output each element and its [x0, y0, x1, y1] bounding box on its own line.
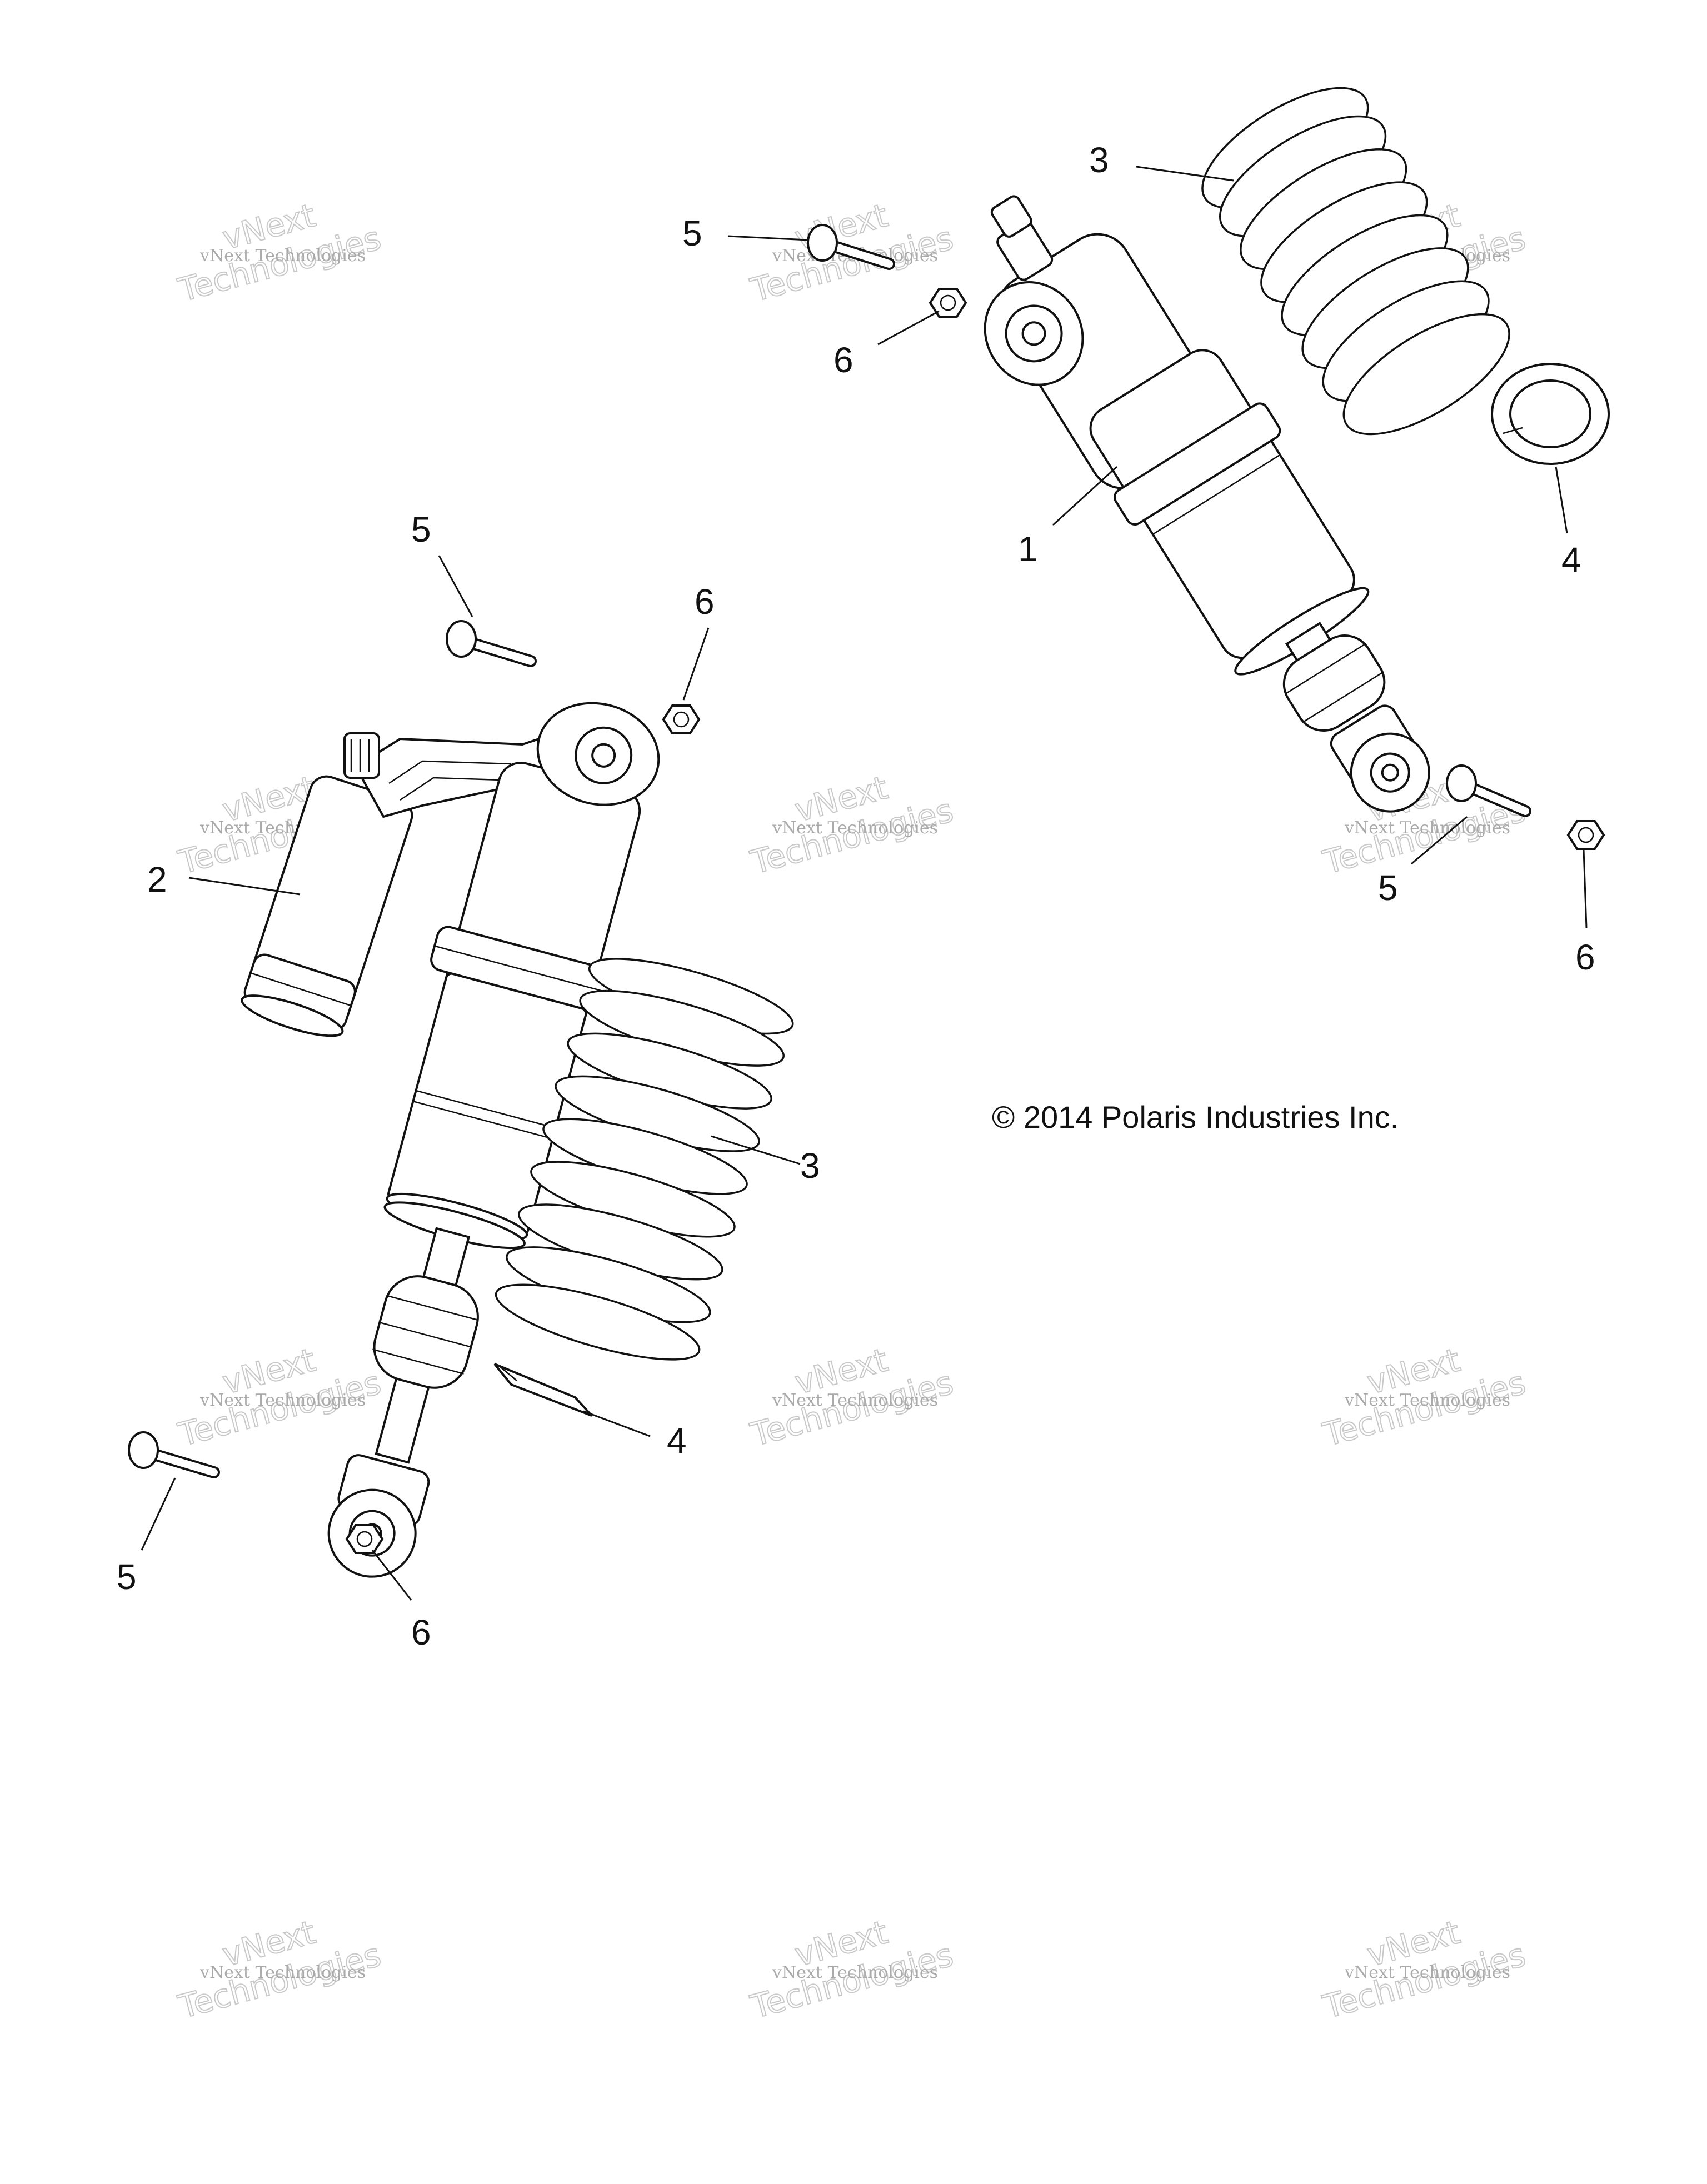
- watermark-small-text: vNext Technologies: [772, 1391, 938, 1410]
- bolt-left-lower: [128, 1431, 220, 1478]
- callout-5-left-lower: 5: [117, 1557, 137, 1597]
- spring-retainer-upper: [1491, 363, 1610, 465]
- callout-6-left-lower: 6: [411, 1612, 431, 1652]
- watermark-small-text: vNext Technologies: [199, 1963, 366, 1982]
- nut-right: [1566, 820, 1605, 850]
- callout-3-lower: 3: [800, 1146, 820, 1186]
- callout-5-right: 5: [1378, 868, 1398, 908]
- watermark-small-text: vNext Technologies: [199, 1391, 366, 1410]
- coil-spring-lower: [495, 958, 794, 1361]
- nut-left-upper: [662, 704, 701, 734]
- shock-absorber-1: [984, 195, 1430, 813]
- copyright-text: © 2014 Polaris Industries Inc.: [992, 1100, 1399, 1135]
- bolt-right: [1446, 764, 1531, 817]
- bolt-top: [807, 224, 895, 270]
- bolt-left-upper: [446, 620, 537, 667]
- callout-6-left-upper: 6: [695, 582, 715, 622]
- callout-1: 1: [1018, 529, 1038, 569]
- callout-labels: 3 5 6 1 4 5 6 2 3 4 5 6 5 6: [117, 140, 1595, 1652]
- callout-3-upper: 3: [1089, 140, 1109, 180]
- nut-top: [929, 288, 967, 318]
- watermark-small-text: vNext Technologies: [772, 1963, 938, 1982]
- callout-2: 2: [147, 859, 167, 899]
- callout-6-right: 6: [1575, 937, 1595, 977]
- callout-4-lower: 4: [667, 1421, 687, 1461]
- callout-6-top: 6: [833, 340, 854, 380]
- nut-left-lower: [345, 1524, 384, 1554]
- callout-5-left-upper: 5: [411, 509, 431, 549]
- watermark-small-text: vNext Technologies: [1344, 1391, 1510, 1410]
- watermark-small-text: vNext Technologies: [199, 246, 366, 266]
- watermark-small-text: vNext Technologies: [1344, 818, 1510, 838]
- coil-spring-upper: [1201, 87, 1510, 436]
- callout-5-top: 5: [682, 213, 702, 253]
- spring-retainer-lower: [493, 1363, 593, 1417]
- leader-lines: [141, 166, 1588, 1601]
- watermark-small-text: vNext Technologies: [1344, 1963, 1510, 1982]
- callout-4-upper: 4: [1561, 540, 1581, 580]
- watermark-small-text: vNext Technologies: [772, 818, 938, 838]
